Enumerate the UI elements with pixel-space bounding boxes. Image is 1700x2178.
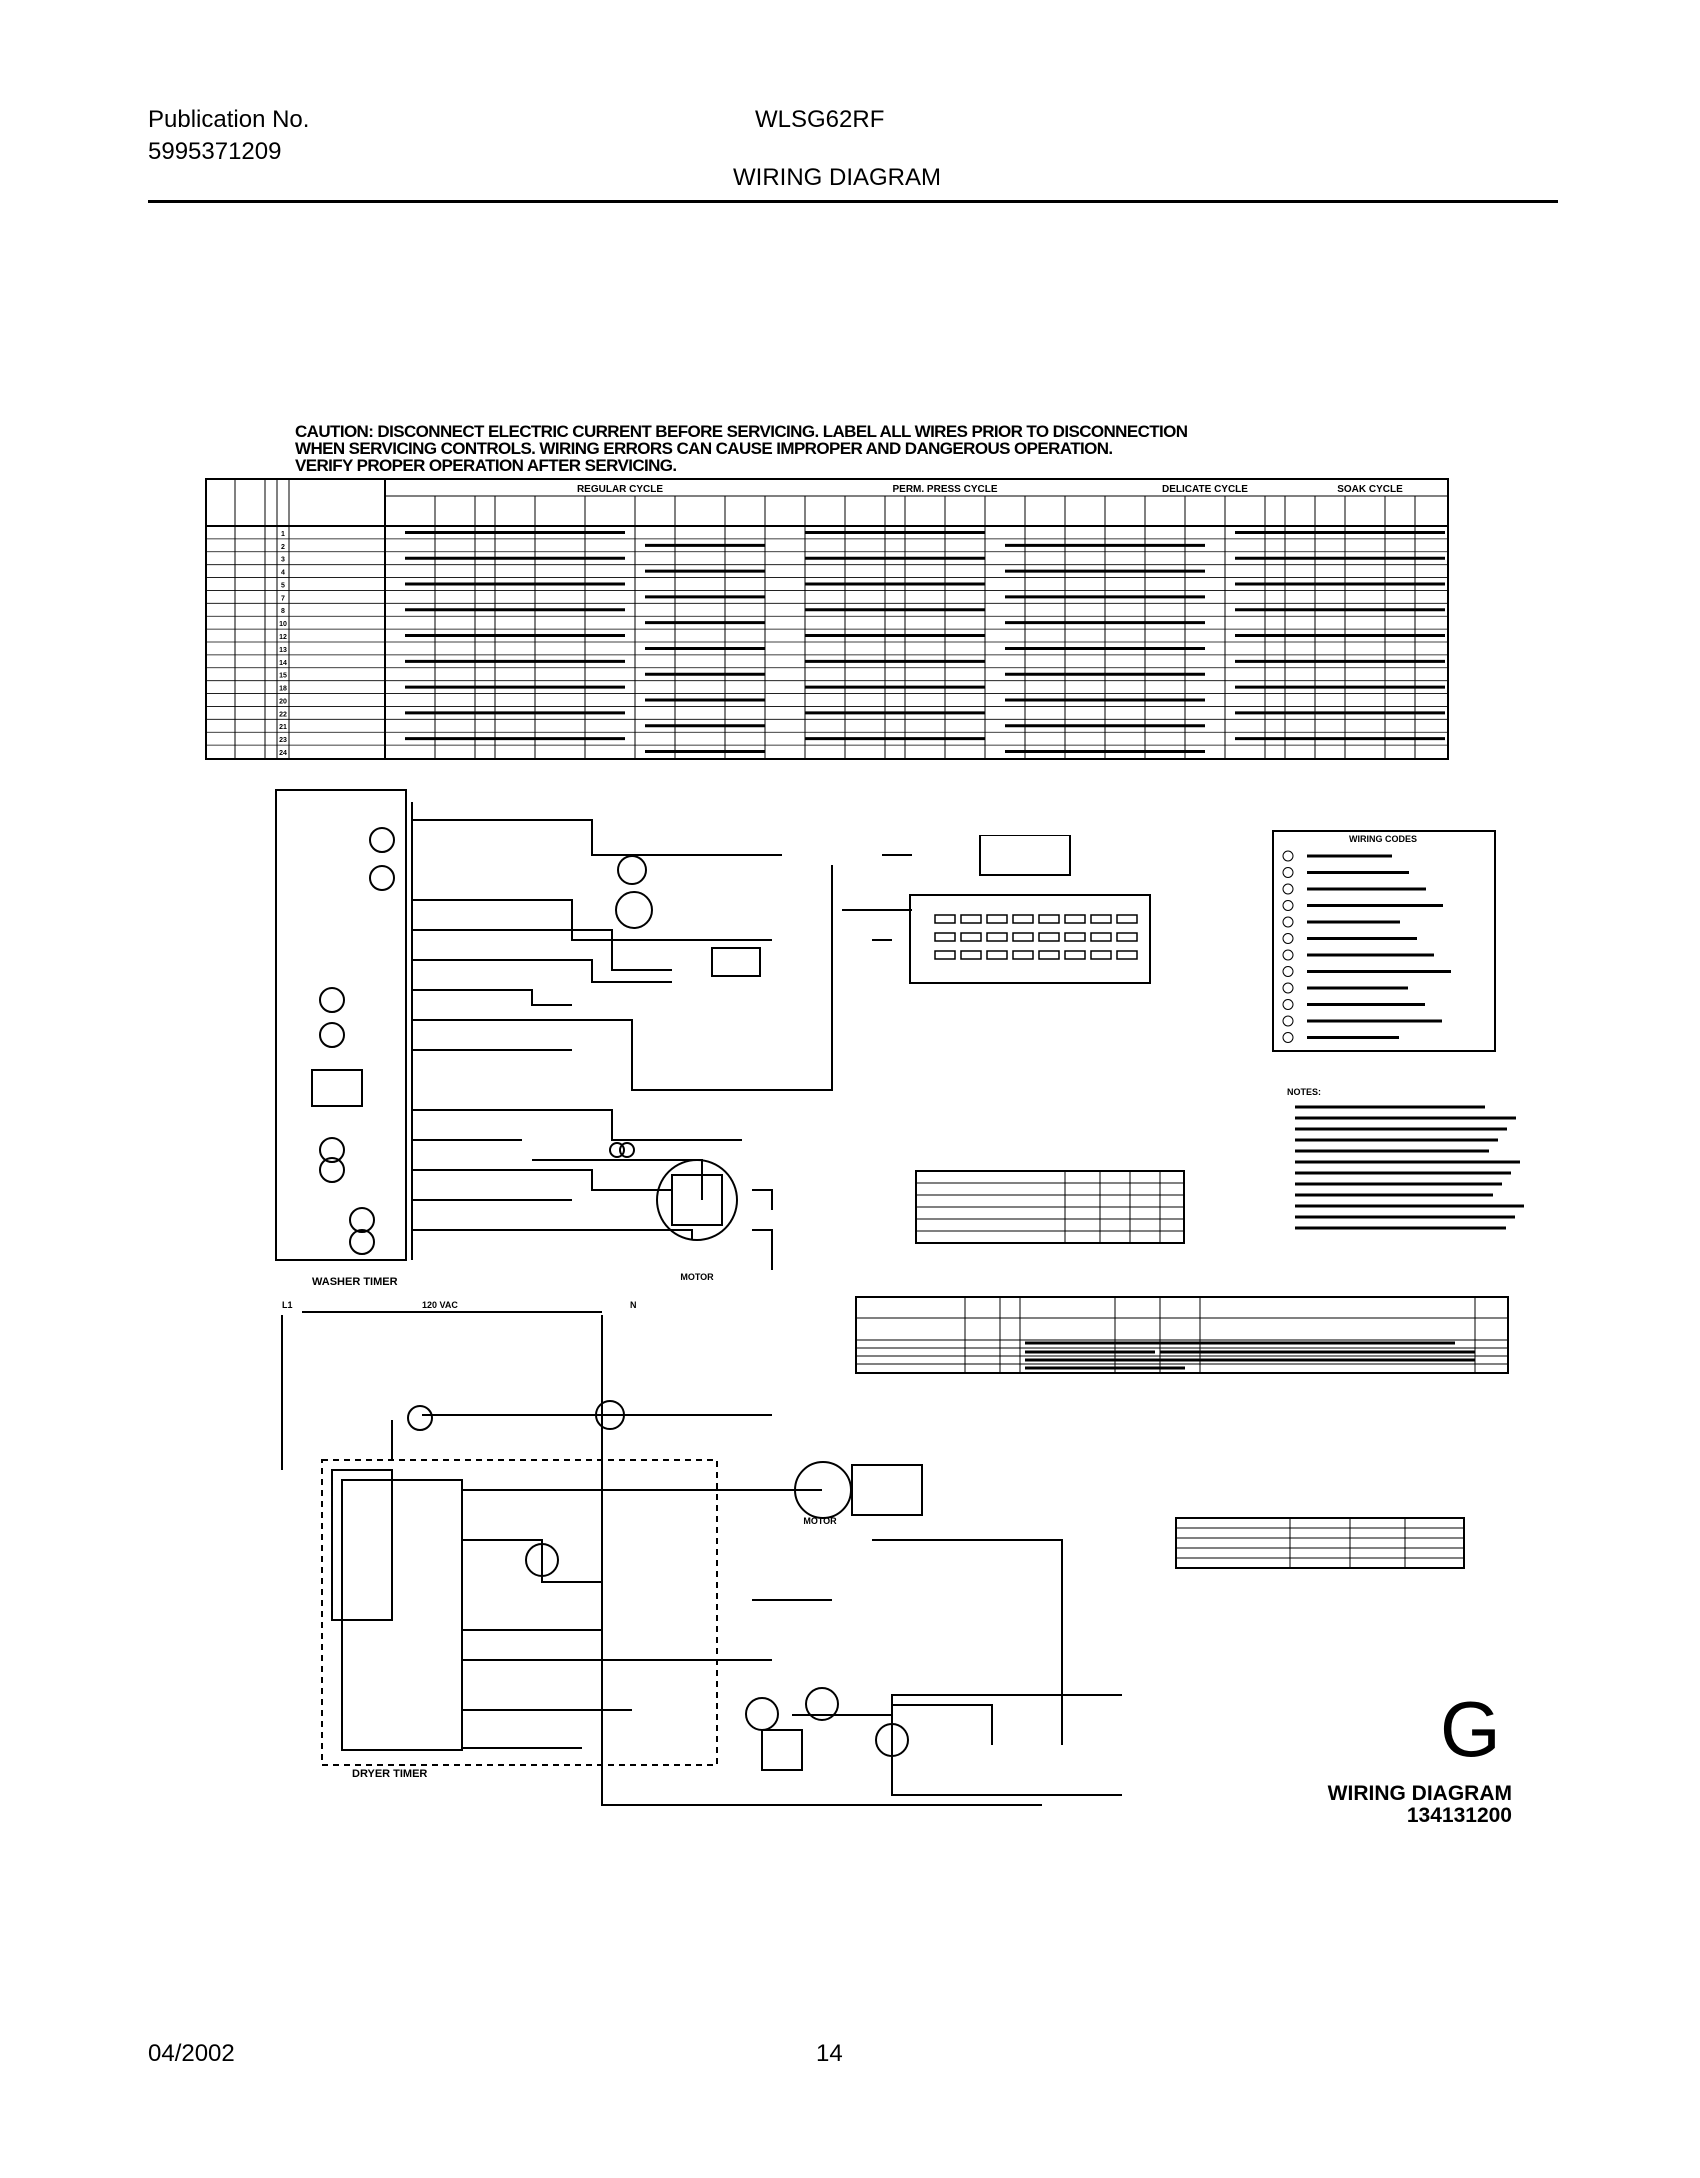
plug-pin <box>1038 932 1060 942</box>
legend-symbol <box>1282 1015 1294 1027</box>
washer-schematic: WASHER TIMER MOTOR <box>275 789 912 1288</box>
chart-row-number: 18 <box>279 686 287 693</box>
chart-row-number: 14 <box>279 660 287 667</box>
temp-table-grid <box>916 1171 1184 1243</box>
caution-line-2: WHEN SERVICING CONTROLS. WIRING ERRORS C… <box>295 439 1113 458</box>
washer-timer-label: WASHER TIMER <box>312 1276 398 1288</box>
chart-row-number: 20 <box>279 698 287 705</box>
plug-pin <box>1012 914 1034 924</box>
plug-pin <box>986 914 1008 924</box>
chart-row-number: 5 <box>281 582 285 589</box>
legend-symbol <box>1282 900 1294 911</box>
wiring-codes-title: WIRING CODES <box>1349 834 1417 844</box>
chart-row-number: 3 <box>281 557 285 564</box>
dryer-timer-label: DRYER TIMER <box>352 1768 427 1780</box>
legend-symbol <box>1282 949 1294 961</box>
chart-column-dividers <box>434 496 1416 759</box>
cycle-label-delicate: DELICATE CYCLE <box>1162 484 1248 495</box>
wiring-codes-legend: WIRING CODES <box>1272 830 1496 1052</box>
plug-pin <box>934 932 956 942</box>
plug-pin <box>1116 932 1138 942</box>
plug-pin <box>1064 914 1086 924</box>
timer-plug-detail <box>909 835 1151 984</box>
washer-timer-box <box>275 789 407 1261</box>
chart-row-number: 24 <box>279 750 287 757</box>
plug-pin <box>934 950 956 960</box>
legend-symbol <box>1282 916 1294 928</box>
plug-pin <box>1116 950 1138 960</box>
plug-pin <box>1012 950 1034 960</box>
dryer-motor-label: MOTOR <box>803 1516 837 1526</box>
legend-symbol <box>1282 867 1294 878</box>
chart-row-number: 15 <box>279 673 287 680</box>
legend-symbol <box>1282 999 1294 1010</box>
diagram-letter: G <box>1440 1685 1501 1773</box>
plug-pin <box>1038 914 1060 924</box>
chart-row-number: 4 <box>281 570 285 577</box>
plug-pin <box>1038 950 1060 960</box>
cycle-label-regular: REGULAR CYCLE <box>577 484 663 495</box>
caution-block: CAUTION: DISCONNECT ELECTRIC CURRENT BEF… <box>295 423 1395 474</box>
chart-row-number: 21 <box>279 724 287 731</box>
fabric-selector-table <box>1175 1517 1465 1569</box>
model-number: WLSG62RF <box>755 106 885 133</box>
legend-symbol <box>1282 850 1294 862</box>
dryer-chart-grid <box>856 1297 1508 1373</box>
washer-motor-label: MOTOR <box>680 1272 714 1282</box>
dryer-l1-label: L1 <box>282 1300 293 1310</box>
footer-page: 14 <box>816 2040 843 2067</box>
dryer-volts-label: 120 VAC <box>422 1300 458 1310</box>
cycle-label-soak: SOAK CYCLE <box>1337 484 1403 495</box>
plug-pin <box>986 932 1008 942</box>
plug-pin <box>934 914 956 924</box>
plug-pin <box>986 950 1008 960</box>
legend-entries <box>1282 850 1451 1043</box>
fabric-table-grid <box>1176 1518 1464 1568</box>
washer-timer-chart: REGULAR CYCLE PERM. PRESS CYCLE DELICATE… <box>205 478 1449 760</box>
chart-row-number: 22 <box>279 711 287 718</box>
publication-label: Publication No. <box>148 106 310 133</box>
chart-row-number: 12 <box>279 634 287 641</box>
chart-row-number: 23 <box>279 737 287 744</box>
caution-line-3: VERIFY PROPER OPERATION AFTER SERVICING. <box>295 456 677 475</box>
plug-pin <box>1090 914 1112 924</box>
plug-pin <box>1064 950 1086 960</box>
plug-pin <box>1064 932 1086 942</box>
dryer-cycle-chart <box>855 1296 1509 1374</box>
plug-pin <box>1116 914 1138 924</box>
chart-row-number: 7 <box>281 595 285 602</box>
chart-row-number: 10 <box>279 621 287 628</box>
chart-row-number: 1 <box>281 531 285 538</box>
notes-text <box>1295 1105 1524 1230</box>
legend-symbol <box>1282 933 1294 944</box>
cycle-label-perm-press: PERM. PRESS CYCLE <box>892 484 997 495</box>
plug-pins <box>934 914 1138 960</box>
page-title: WIRING DIAGRAM <box>733 164 941 191</box>
chart-row-number: 2 <box>281 544 285 551</box>
plug-pin <box>960 932 982 942</box>
footer-date: 04/2002 <box>148 2040 235 2067</box>
dryer-n-label: N <box>630 1300 637 1310</box>
publication-number: 5995371209 <box>148 138 282 165</box>
plug-pin <box>960 914 982 924</box>
legend-symbol <box>1282 982 1294 994</box>
temperature-switch-table <box>915 1170 1185 1244</box>
legend-symbol <box>1282 1032 1294 1043</box>
header-rule <box>148 200 1558 203</box>
plug-pin <box>960 950 982 960</box>
diagram-title: WIRING DIAGRAM <box>1327 1782 1512 1805</box>
chart-row-number: 13 <box>279 647 287 654</box>
dryer-schematic: L1 N 120 VAC MOTOR DRYER TIMER <box>281 1300 1122 1806</box>
caution-line-1: CAUTION: DISCONNECT ELECTRIC CURRENT BEF… <box>295 422 1188 441</box>
legend-symbol <box>1282 966 1294 977</box>
notes-block: NOTES: <box>1287 1087 1524 1230</box>
plug-pin <box>1090 932 1112 942</box>
plug-pin <box>1012 932 1034 942</box>
plug-pin <box>1090 950 1112 960</box>
diagram-number: 134131200 <box>1406 1804 1512 1827</box>
legend-symbol <box>1282 883 1294 895</box>
notes-title: NOTES: <box>1287 1087 1321 1097</box>
chart-row-number: 8 <box>281 608 285 615</box>
